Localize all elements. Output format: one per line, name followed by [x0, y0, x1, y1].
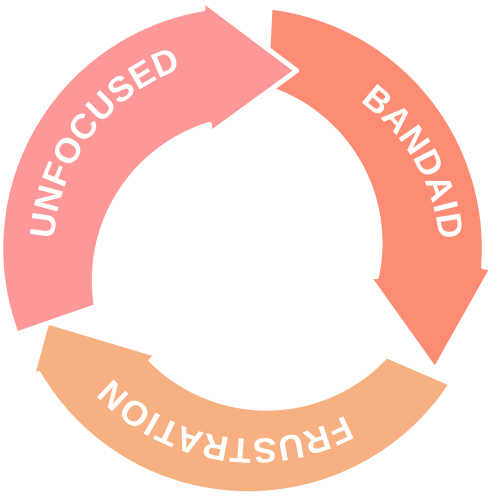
frustration-arrow-body — [28, 319, 455, 497]
unfocused-arrow-body — [0, 0, 300, 337]
bandaid-arrow-body — [263, 4, 495, 373]
